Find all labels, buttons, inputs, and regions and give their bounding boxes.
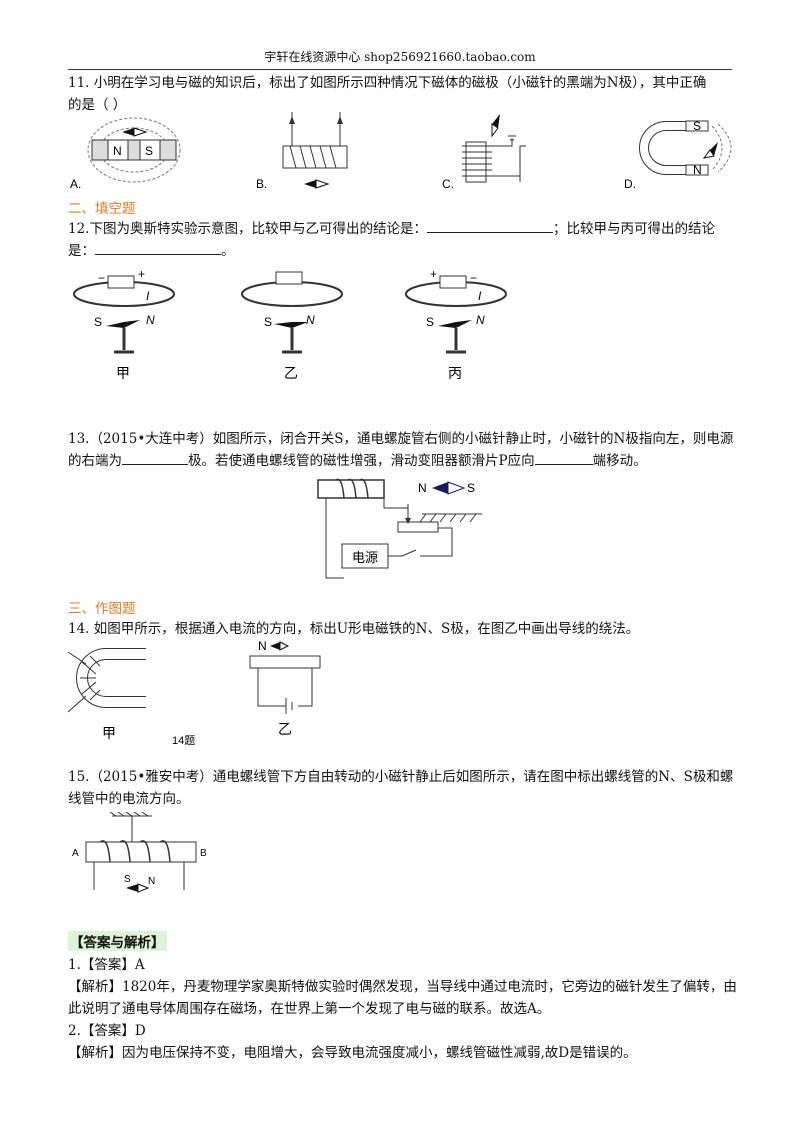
q12-bing-s: S <box>426 315 434 329</box>
q11-figures: N S A. B. C. S N D. <box>70 112 732 191</box>
q13-text-1: 13.（2015•大连中考）如图所示，闭合开关S，通电螺旋管右侧的小磁针静止时，… <box>68 431 734 447</box>
q12-figure-jia: − + I S N 甲 <box>73 267 175 381</box>
q12-bing-n: N <box>476 313 485 327</box>
page-header: 宇轩在线资源中心 shop256921660.taobao.com <box>68 48 732 70</box>
q13-text-2: 的右端为 极。若使通电螺线管的磁性增强，滑动变阻器额滑片P应向 端移动。 <box>68 450 732 472</box>
q11-option-d: D. <box>624 177 636 191</box>
section-drawing: 三、作图题 <box>68 601 136 617</box>
q13-s-label: S <box>467 481 475 495</box>
q11-figure-c <box>462 114 526 183</box>
q12-text-2b: 。 <box>221 243 235 259</box>
q15-text-1: 15.（2015•雅安中考）通电螺线管下方自由转动的小磁针静止后如图所示，请在图… <box>68 769 734 785</box>
q12-oersted-figures: − + I S N 甲 S N 乙 + − I S N 丙 <box>73 267 507 381</box>
q12-bing-current: I <box>478 289 482 303</box>
q11-text-1: 11. 小明在学习电与磁的知识后，标出了如图所示四种情况下磁体的磁极（小磁针的黑… <box>68 75 707 91</box>
q11-text-2: 的是（ ） <box>68 97 127 113</box>
answer-1: 1.【答案】A <box>68 957 145 973</box>
q12-blank-1[interactable] <box>426 220 553 233</box>
q15-text-2: 线管中的电流方向。 <box>68 791 190 807</box>
q13-power-label: 电源 <box>352 550 378 565</box>
q12-label-yi: 乙 <box>284 365 298 381</box>
q12-figure-yi: S N 乙 <box>241 271 343 381</box>
answer-1-explanation-2: 此说明了通电导体周围存在磁场，在世界上第一个发现了电与磁的联系。故选A。 <box>68 1001 551 1017</box>
q13-blank-1[interactable] <box>122 452 188 465</box>
q11d-s-label: S <box>693 119 701 133</box>
q14-label-jia: 甲 <box>102 725 116 741</box>
answer-2-explanation: 【解析】因为电压保持不变，电阻增大，会导致电流强度减小，螺线管磁性减弱,故D是错… <box>68 1045 637 1061</box>
q12-jia-plus: + <box>138 267 145 281</box>
q12-text-1b: ；比较甲与丙可得出的结论 <box>552 221 715 237</box>
q12-text-1: 12.下图为奥斯特实验示意图，比较甲与乙可得出的结论是： ；比较甲与丙可得出的结论 <box>68 218 732 240</box>
q14-caption: 14题 <box>172 734 195 747</box>
q15-s-label: S <box>124 874 131 885</box>
q14-text-1: 14. 如图甲所示，根据通入电流的方向，标出U形电磁铁的N、S极，在图乙中画出导… <box>68 621 640 637</box>
q13-text-2c: 端移动。 <box>592 453 647 469</box>
q12-yi-s: S <box>264 315 272 329</box>
q11-figure-d: S N <box>639 119 732 177</box>
q14-label-yi: 乙 <box>278 721 292 737</box>
q14-figure-jia: 甲 <box>67 648 146 741</box>
q12-jia-minus: − <box>98 271 105 285</box>
q15-n-label: N <box>148 876 155 887</box>
q11-option-c: C. <box>442 177 454 191</box>
answer-1-explanation-1: 【解析】1820年，丹麦物理学家奥斯特做实验时偶然发现，当导线中通过电流时，它旁… <box>68 979 737 995</box>
q11a-n-label: N <box>113 144 122 158</box>
q15-b-label: B <box>200 848 207 859</box>
q12-text-2a: 是： <box>68 243 95 259</box>
q15-solenoid-figure: A B S N <box>72 812 207 893</box>
q14-figure-yi: N 乙 <box>249 639 321 737</box>
q11-option-a: A. <box>70 177 81 191</box>
q11-figure-b <box>282 112 348 189</box>
q15-a-label: A <box>72 848 79 859</box>
q12-label-bing: 丙 <box>448 365 462 381</box>
q11d-n-label: N <box>693 163 702 177</box>
q13-text-2b: 极。若使通电螺线管的磁性增强，滑动变阻器额滑片P应向 <box>188 453 535 469</box>
q12-jia-n: N <box>146 313 155 327</box>
q12-jia-current: I <box>146 289 150 303</box>
q13-n-label: N <box>418 481 427 495</box>
q14-n-label: N <box>258 639 267 653</box>
q12-text-1a: 12.下图为奥斯特实验示意图，比较甲与乙可得出的结论是： <box>68 221 427 237</box>
answer-2: 2.【答案】D <box>68 1023 146 1039</box>
q13-blank-2[interactable] <box>534 452 593 465</box>
answers-title: 【答案与解析】 <box>68 931 167 951</box>
q12-text-2: 是： 。 <box>68 240 732 262</box>
q12-jia-s: S <box>94 315 102 329</box>
q11a-s-label: S <box>145 144 153 158</box>
q13-circuit: 电源 N S <box>317 478 482 579</box>
q12-figure-bing: + − I S N 丙 <box>405 267 507 381</box>
q12-blank-2[interactable] <box>95 242 221 255</box>
q13-text-2a: 的右端为 <box>68 453 122 469</box>
q12-bing-minus: − <box>470 271 477 285</box>
q12-label-jia: 甲 <box>116 365 130 381</box>
q12-yi-n: N <box>306 313 315 327</box>
q11-figure-a: N S <box>87 117 181 183</box>
q12-bing-plus: + <box>430 267 437 281</box>
q11-option-b: B. <box>256 177 267 191</box>
q14-figures: 甲 N 乙 14题 <box>67 639 321 747</box>
section-fill-in: 二、填空题 <box>68 201 136 217</box>
